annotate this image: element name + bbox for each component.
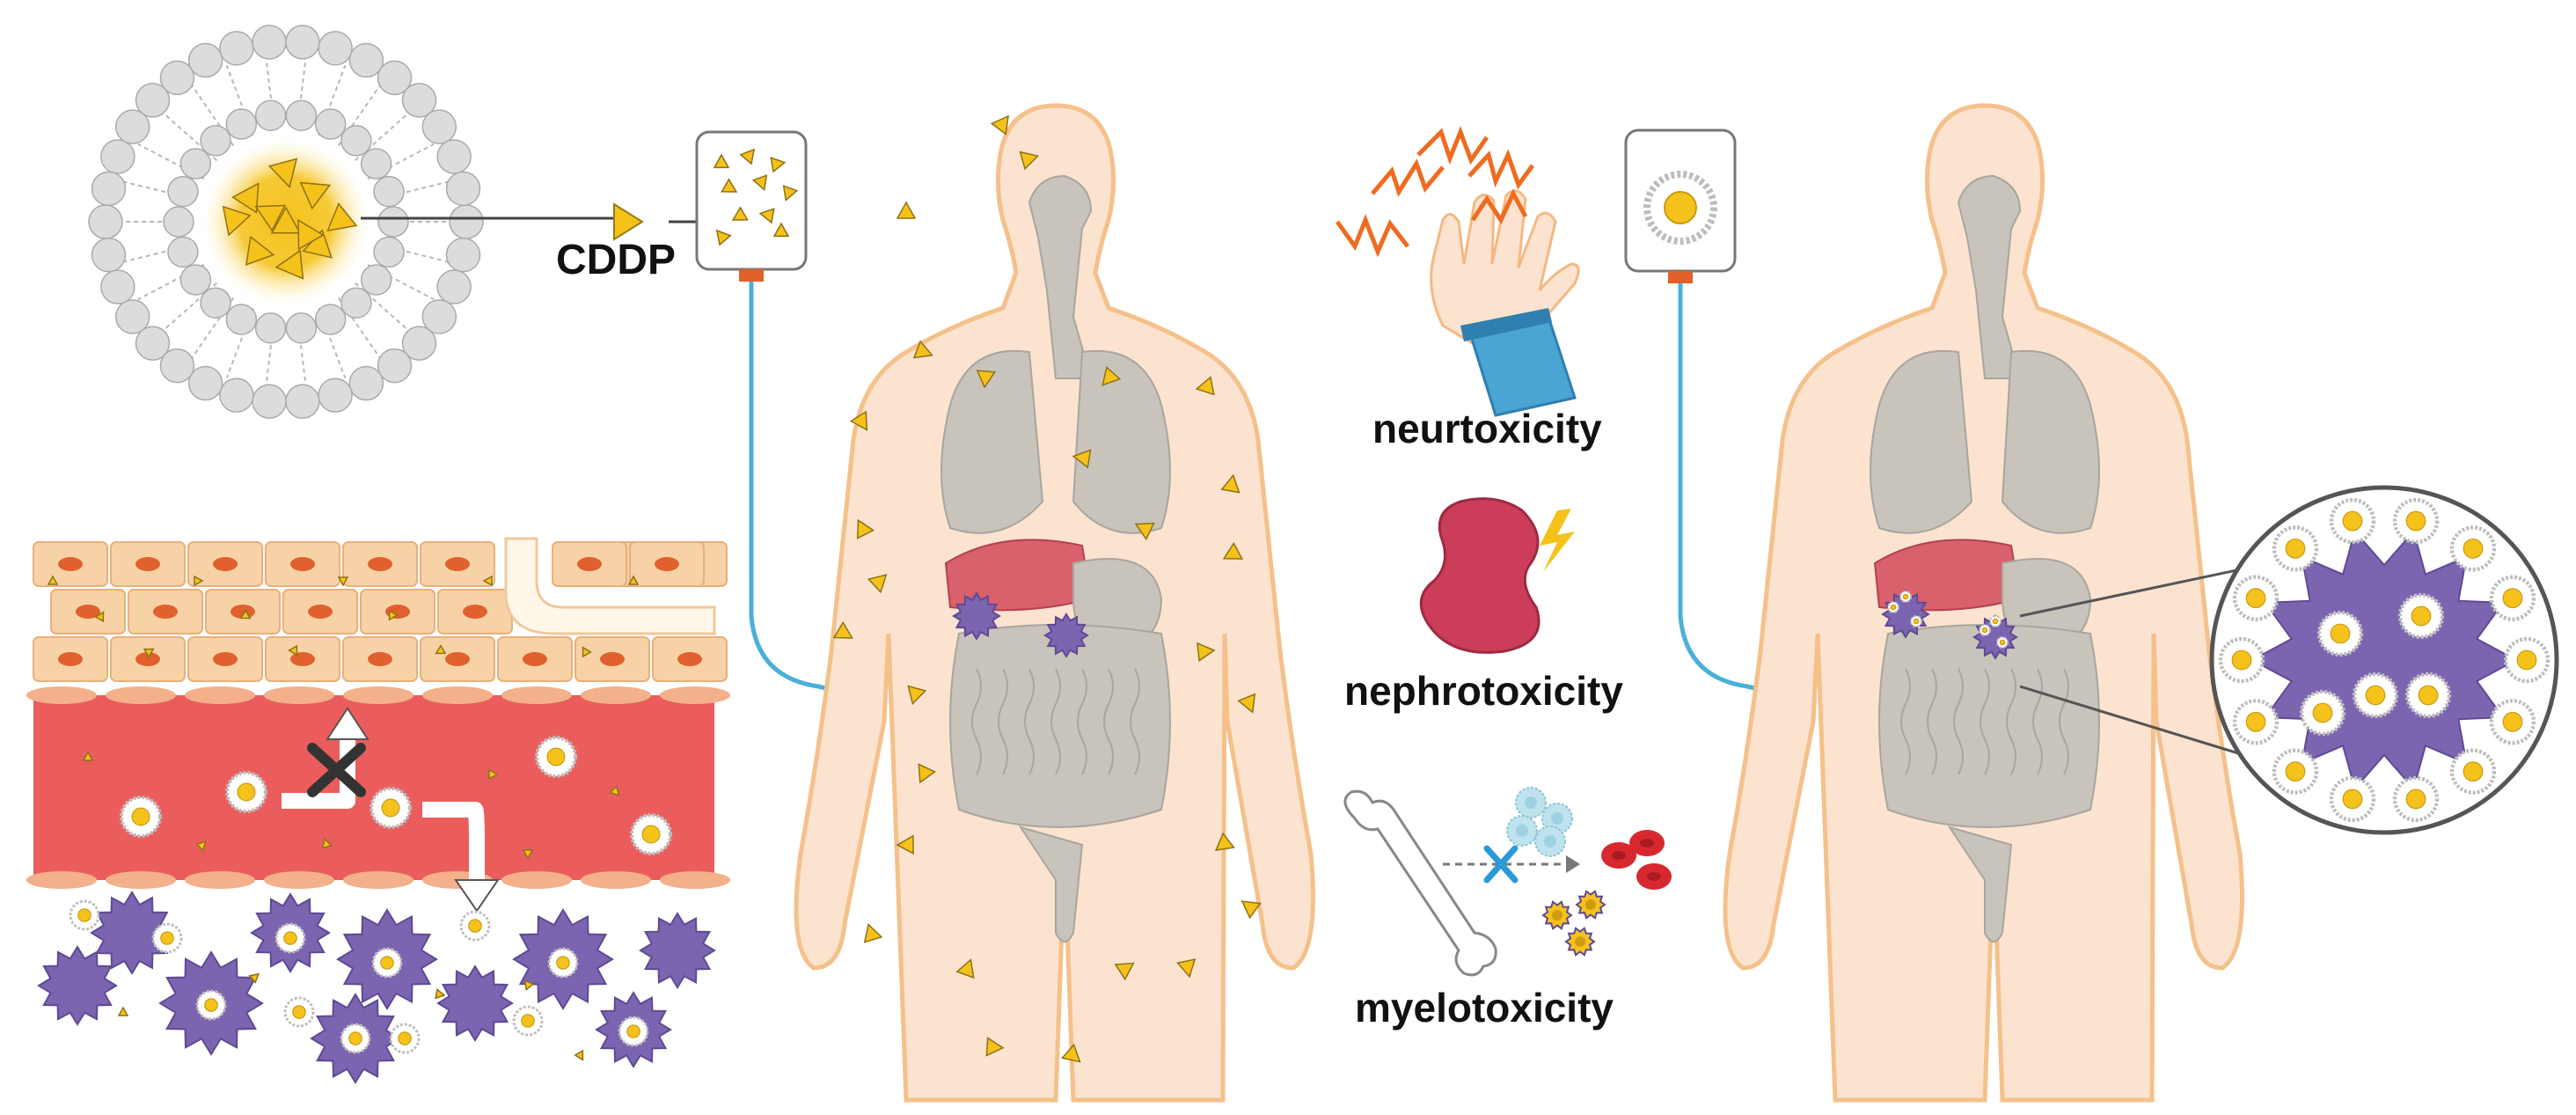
neurotoxicity-label: neurtoxicity xyxy=(1372,406,1602,451)
blocked-x-icon xyxy=(307,743,366,797)
human-body-nanoparticle xyxy=(1723,103,2244,1103)
blood-vessel xyxy=(33,695,714,880)
red-blood-cell-icon xyxy=(1601,830,1672,890)
lymphatic-duct xyxy=(504,537,716,635)
nephrotoxicity-label: nephrotoxicity xyxy=(1344,668,1623,714)
tumor-zoom-icon xyxy=(2019,485,2559,835)
myelotoxicity-label: myelotoxicity xyxy=(1355,985,1614,1031)
blocked-x-icon xyxy=(1483,845,1519,884)
blocked-arrow-icon xyxy=(282,707,370,809)
human-body-free-drug xyxy=(794,103,1315,1103)
nerve-signal-icon xyxy=(1335,126,1535,258)
liposome-icon xyxy=(88,25,484,419)
bone-icon xyxy=(1343,789,1497,977)
cddp-connector xyxy=(361,202,721,241)
cddp-triangle-icon xyxy=(613,202,644,241)
white-blood-cell-icon xyxy=(1541,890,1606,957)
cddp-label: CDDP xyxy=(556,237,677,283)
kidney-icon xyxy=(1419,497,1575,654)
tumor-cell-cluster xyxy=(37,891,716,1084)
extravasation-arrow-icon xyxy=(422,802,500,913)
hand-icon xyxy=(1430,189,1580,417)
tissue-vessel-panel xyxy=(26,537,730,1084)
hematopoiesis-icon xyxy=(1443,787,1672,957)
endothelial-cell-layer xyxy=(33,541,728,682)
